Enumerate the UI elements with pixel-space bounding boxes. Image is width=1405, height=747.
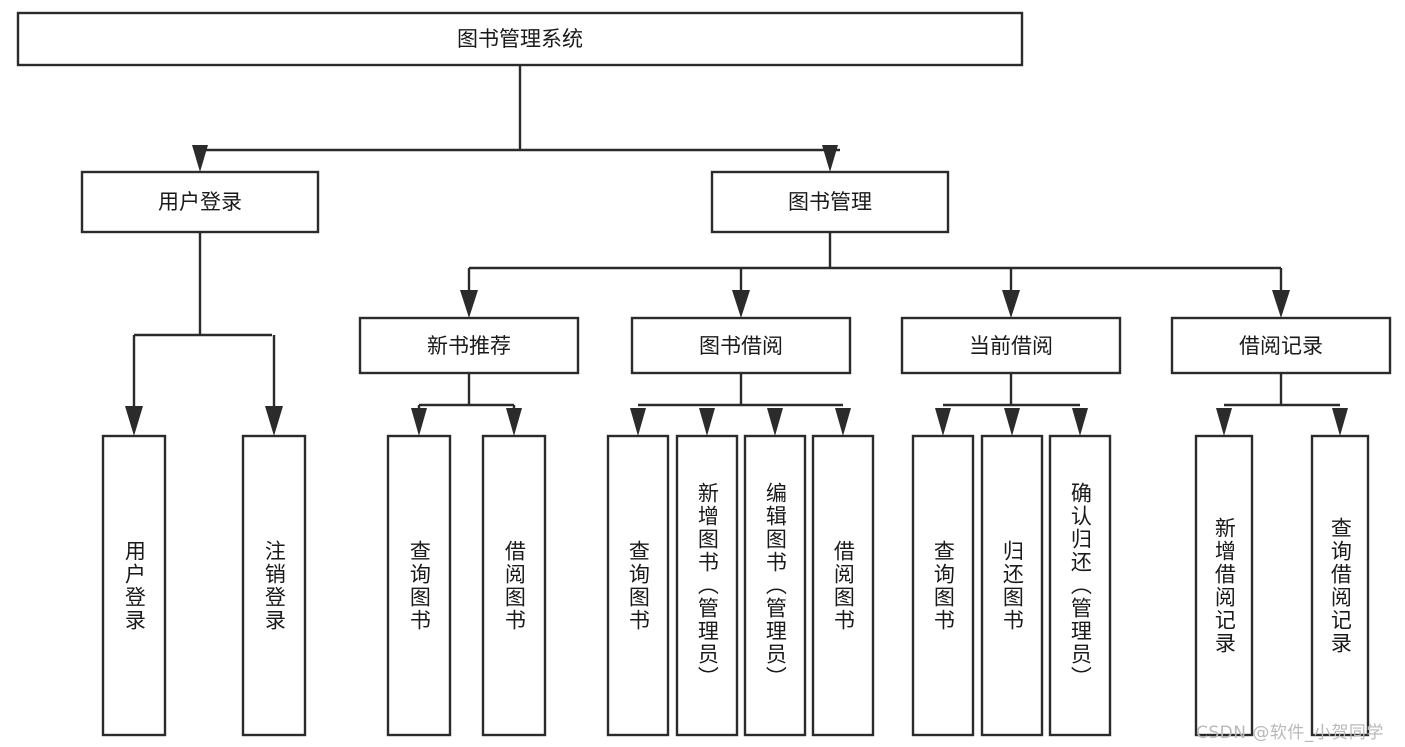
- node-book-borrow-label: 图书借阅: [699, 334, 783, 358]
- arrow-to-new-book-rec: [460, 290, 478, 318]
- leaf-node-rect[interactable]: [241, 434, 307, 737]
- node-book-manage-label: 图书管理: [788, 190, 872, 214]
- leaf-node-rect[interactable]: [101, 434, 167, 737]
- leaf-node-rect[interactable]: [606, 434, 670, 737]
- connector-newbook-to-leaves: [411, 373, 522, 436]
- arrow-leaf-logout: [265, 406, 283, 436]
- connector-borrowrecord-to-leaves: [1216, 373, 1348, 436]
- leaf-node-rect[interactable]: [481, 434, 547, 737]
- leaf-node-rect[interactable]: [980, 434, 1044, 737]
- arrow-leaf-add-record: [1216, 408, 1232, 436]
- arrow-leaf-add-book: [699, 408, 715, 436]
- arrow-leaf-confirm-return: [1072, 408, 1088, 436]
- leaf-node-rect[interactable]: [743, 434, 807, 737]
- arrow-to-current-borrow: [1002, 290, 1020, 318]
- node-new-book-recommend[interactable]: 新书推荐: [358, 316, 580, 375]
- arrow-leaf-borrow-book-a: [506, 408, 522, 436]
- arrow-leaf-edit-book: [767, 408, 783, 436]
- arrow-leaf-query-book-b: [630, 408, 646, 436]
- arrow-leaf-borrow-book-b: [835, 408, 851, 436]
- node-current-borrow[interactable]: 当前借阅: [900, 316, 1122, 375]
- node-new-book-recommend-rect[interactable]: [358, 316, 580, 375]
- connector-root-to-level2: [192, 65, 840, 172]
- leaf-node-rect[interactable]: [1310, 434, 1370, 737]
- leaf-node-rect[interactable]: [675, 434, 739, 737]
- connector-bookmanage-to-level3: [460, 232, 1290, 318]
- node-user-login-label: 用户登录: [158, 190, 242, 214]
- node-root[interactable]: 图书管理系统: [16, 11, 1024, 67]
- leaf-node-rect[interactable]: [911, 434, 975, 737]
- connector-bookborrow-to-leaves: [630, 373, 851, 436]
- leaf-node-rect[interactable]: [1048, 434, 1112, 737]
- csdn-watermark: CSDN @软件_小贺同学: [1196, 723, 1384, 743]
- node-user-login-rect[interactable]: [80, 170, 320, 234]
- arrow-leaf-query-book-c: [935, 408, 951, 436]
- node-user-login[interactable]: 用户登录: [80, 170, 320, 234]
- node-borrow-record-label: 借阅记录: [1239, 334, 1323, 358]
- node-current-borrow-rect[interactable]: [900, 316, 1122, 375]
- node-borrow-record-rect[interactable]: [1170, 316, 1392, 375]
- node-root-label: 图书管理系统: [457, 27, 583, 51]
- arrow-to-book-manage: [822, 145, 838, 172]
- connector-userlogin-to-leaves: [125, 232, 283, 436]
- arrow-leaf-query-book-a: [411, 408, 427, 436]
- arrow-to-book-borrow: [732, 290, 750, 318]
- node-root-rect[interactable]: [16, 11, 1024, 67]
- node-book-borrow[interactable]: 图书借阅: [630, 316, 852, 375]
- node-new-book-recommend-label: 新书推荐: [427, 334, 511, 358]
- connector-currentborrow-to-leaves: [935, 373, 1088, 436]
- leaf-node-rect[interactable]: [386, 434, 452, 737]
- arrow-to-user-login: [192, 145, 208, 172]
- node-current-borrow-label: 当前借阅: [969, 334, 1053, 358]
- leaf-node-group: [101, 434, 1370, 737]
- node-book-manage-rect[interactable]: [710, 170, 950, 234]
- node-borrow-record[interactable]: 借阅记录: [1170, 316, 1392, 375]
- arrow-leaf-return-book: [1004, 408, 1020, 436]
- arrow-to-borrow-record: [1272, 290, 1290, 318]
- arrow-leaf-query-record: [1332, 408, 1348, 436]
- arrow-leaf-user-login: [125, 406, 143, 436]
- node-book-manage[interactable]: 图书管理: [710, 170, 950, 234]
- leaf-node-rect[interactable]: [811, 434, 875, 737]
- leaf-node-rect[interactable]: [1194, 434, 1254, 737]
- node-book-borrow-rect[interactable]: [630, 316, 852, 375]
